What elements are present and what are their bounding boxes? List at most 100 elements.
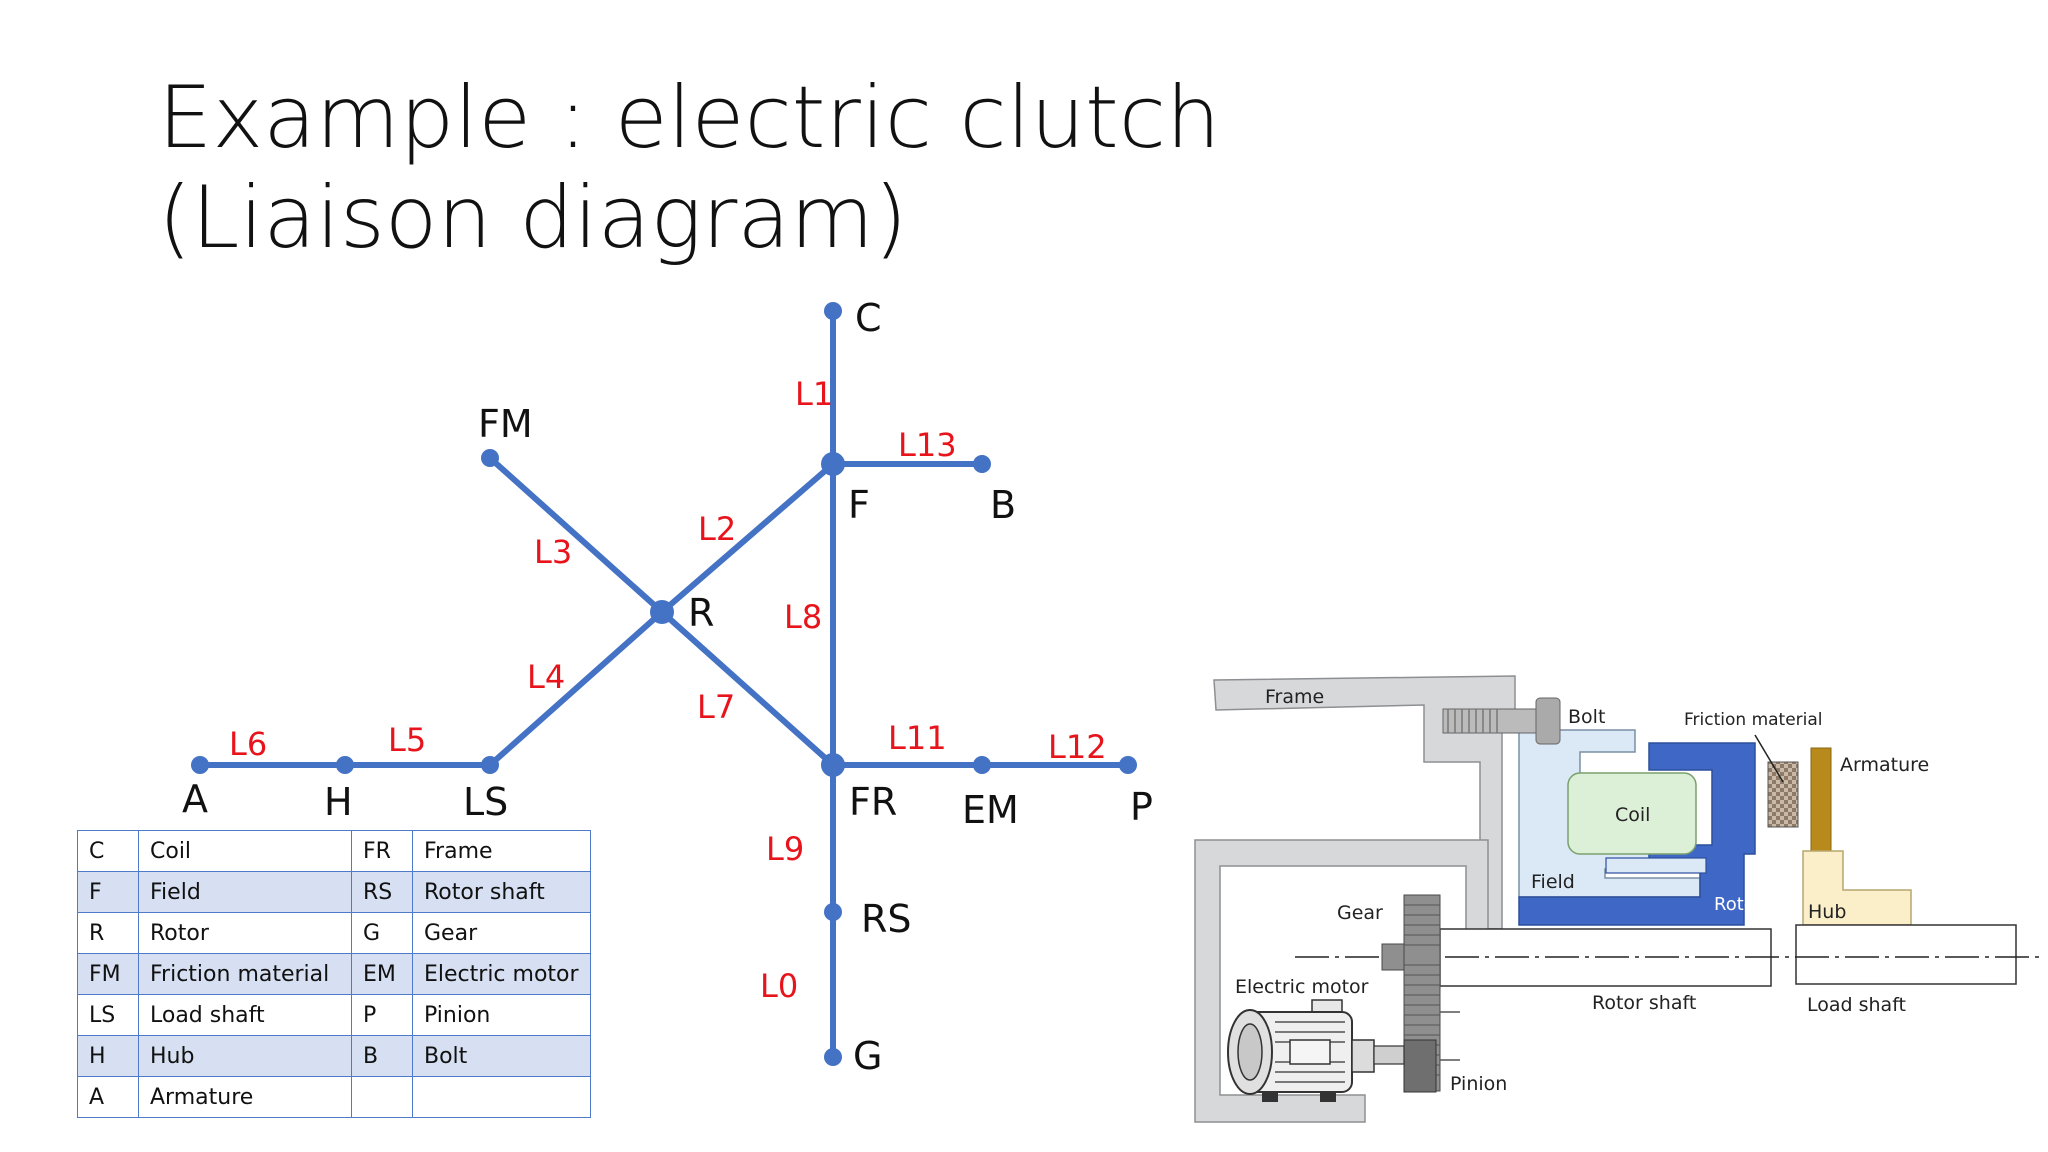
link-label-l1: L1 xyxy=(795,375,833,413)
coil xyxy=(1567,772,1697,855)
link-label-l11: L11 xyxy=(888,719,947,757)
legend-name: Frame xyxy=(412,830,591,872)
node-g xyxy=(824,1048,842,1066)
legend-row: H Hub B Bolt xyxy=(77,1035,591,1077)
link-label-l6: L6 xyxy=(229,725,267,763)
legend-row: LS Load shaft P Pinion xyxy=(77,994,591,1036)
clutch-label-electric-motor: Electric motor xyxy=(1235,976,1369,998)
legend-name: Load shaft xyxy=(138,994,352,1036)
link-label-l4: L4 xyxy=(527,658,565,696)
clutch-label-bolt: Bolt xyxy=(1568,706,1605,728)
friction-material-leader xyxy=(1754,734,1784,783)
legend-row: FM Friction material EM Electric motor xyxy=(77,953,591,995)
legend-name: Gear xyxy=(412,912,591,954)
legend-name: Bolt xyxy=(412,1035,591,1077)
legend-abbr: R xyxy=(77,912,139,954)
node-label-ls: LS xyxy=(463,780,508,824)
legend-abbr: B xyxy=(351,1035,413,1077)
link-label-l2: L2 xyxy=(698,510,736,548)
link-label-l5: L5 xyxy=(388,721,426,759)
node-label-fm: FM xyxy=(478,402,533,446)
node-label-rs: RS xyxy=(861,897,912,941)
node-label-r: R xyxy=(688,591,714,635)
node-label-b: B xyxy=(990,483,1016,527)
link-label-l3: L3 xyxy=(534,533,572,571)
clutch-label-hub: Hub xyxy=(1808,901,1846,923)
legend-name: Rotor shaft xyxy=(412,871,591,913)
legend-abbr xyxy=(351,1076,413,1118)
clutch-label-rotor: Rotor xyxy=(1714,894,1763,915)
node-f xyxy=(821,452,845,476)
legend-abbr: A xyxy=(77,1076,139,1118)
node-ls xyxy=(481,756,499,774)
edge-fm-r xyxy=(487,455,665,615)
node-rs xyxy=(824,903,842,921)
node-b xyxy=(973,455,991,473)
legend-abbr: RS xyxy=(351,871,413,913)
node-label-p: P xyxy=(1130,785,1153,829)
legend-row: A Armature xyxy=(77,1076,591,1118)
node-fm xyxy=(481,449,499,467)
legend-name: Pinion xyxy=(412,994,591,1036)
title-line-1: Example : electric clutch xyxy=(158,68,1221,168)
legend-name xyxy=(412,1076,591,1118)
clutch-label-armature: Armature xyxy=(1840,754,1929,776)
liaison-diagram: C F B FM R FR EM P A H LS RS G L1 L13 L2… xyxy=(182,296,1153,1078)
legend-row: C Coil FR Frame xyxy=(77,830,591,872)
legend-abbr: F xyxy=(77,871,139,913)
clutch-label-pinion: Pinion xyxy=(1450,1073,1507,1095)
node-r xyxy=(650,600,674,624)
edge-f-r xyxy=(659,461,836,615)
node-label-c: C xyxy=(855,296,882,340)
link-label-l0: L0 xyxy=(760,967,798,1005)
node-c xyxy=(824,302,842,320)
legend-row: R Rotor G Gear xyxy=(77,912,591,954)
edge-r-fr xyxy=(659,609,836,768)
pinion xyxy=(1403,1039,1437,1093)
clutch-label-frame: Frame xyxy=(1265,686,1324,708)
node-a xyxy=(191,756,209,774)
node-label-em: EM xyxy=(962,788,1019,832)
node-p xyxy=(1119,756,1137,774)
edge-r-ls xyxy=(487,609,665,768)
legend-abbr: FM xyxy=(77,953,139,995)
node-label-f: F xyxy=(848,483,870,527)
node-fr xyxy=(821,753,845,777)
node-label-fr: FR xyxy=(849,780,897,824)
legend-name: Field xyxy=(138,871,352,913)
clutch-label-gear: Gear xyxy=(1337,902,1383,924)
clutch-label-coil: Coil xyxy=(1615,804,1650,826)
legend-abbr: EM xyxy=(351,953,413,995)
legend-name: Electric motor xyxy=(412,953,591,995)
gear-hub xyxy=(1381,943,1405,971)
legend-name: Friction material xyxy=(138,953,352,995)
legend-abbr: C xyxy=(77,830,139,872)
load-shaft xyxy=(1795,924,2017,985)
node-h xyxy=(336,756,354,774)
liaison-nodes xyxy=(191,302,1137,1066)
node-em xyxy=(973,756,991,774)
legend-row: F Field RS Rotor shaft xyxy=(77,871,591,913)
clutch-label-rotor-shaft: Rotor shaft xyxy=(1592,992,1696,1014)
clutch-label-field: Field xyxy=(1531,871,1575,893)
link-label-l13: L13 xyxy=(898,426,957,464)
clutch-label-friction-material: Friction material xyxy=(1684,710,1823,730)
bolt-thread xyxy=(1447,709,1498,733)
electric-motor xyxy=(1227,999,1405,1102)
bolt-head xyxy=(1535,697,1561,745)
legend-name: Hub xyxy=(138,1035,352,1077)
link-label-l7: L7 xyxy=(697,688,735,726)
slide-title: Example : electric clutch (Liaison diagr… xyxy=(158,68,1221,268)
clutch-label-load-shaft: Load shaft xyxy=(1807,994,1906,1016)
friction-material xyxy=(1767,761,1799,828)
link-label-l9: L9 xyxy=(766,830,804,868)
node-label-a: A xyxy=(182,777,208,821)
node-label-g: G xyxy=(853,1034,882,1078)
rotor-slot xyxy=(1605,857,1707,874)
title-line-2: (Liaison diagram) xyxy=(158,168,908,268)
link-label-l8: L8 xyxy=(784,598,822,636)
node-label-h: H xyxy=(324,780,353,824)
legend-table: C Coil FR Frame F Field RS Rotor shaft R… xyxy=(77,830,591,1118)
rotor xyxy=(1518,742,1756,926)
